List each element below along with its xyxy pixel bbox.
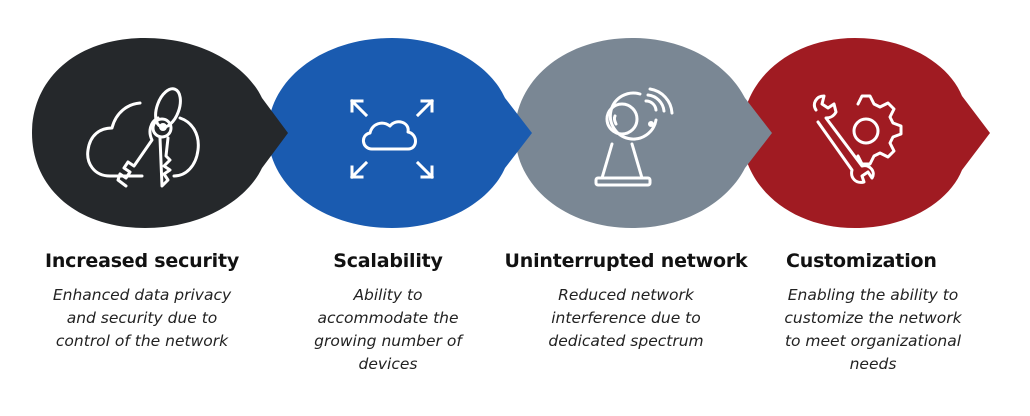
step-3-bubble (515, 38, 772, 228)
step-3-title: Uninterrupted network (504, 250, 748, 272)
step-1-title: Increased security (44, 250, 240, 272)
wrench-gear-icon (812, 94, 903, 184)
step-3-shape (515, 38, 772, 228)
step-4-shape (742, 38, 990, 228)
step-2-shape (268, 38, 532, 228)
cloud-expand-icon (349, 98, 435, 180)
step-4-title: Customization (786, 250, 937, 272)
step-1-caption: Increased security Enhanced data privacy… (22, 250, 262, 353)
step-1-bubble (32, 38, 288, 228)
cloud-key-icon (86, 87, 200, 188)
step-4-caption: Customization Enabling the ability to cu… (758, 250, 988, 376)
step-2-title: Scalability (333, 250, 443, 272)
step-2-description: Ability to accommodate the growing numbe… (314, 286, 462, 373)
step-1-shape (32, 38, 288, 228)
wireless-antenna-icon (594, 87, 674, 187)
step-3-caption: Uninterrupted network Reduced network in… (494, 250, 758, 353)
step-4-description: Enabling the ability to customize the ne… (784, 286, 962, 373)
step-1-description: Enhanced data privacy and security due t… (52, 286, 232, 350)
step-2-bubble (268, 38, 532, 228)
step-4-bubble (742, 38, 990, 228)
step-3-description: Reduced network interference due to dedi… (548, 286, 704, 350)
step-2-caption: Scalability Ability to accommodate the g… (278, 250, 498, 376)
